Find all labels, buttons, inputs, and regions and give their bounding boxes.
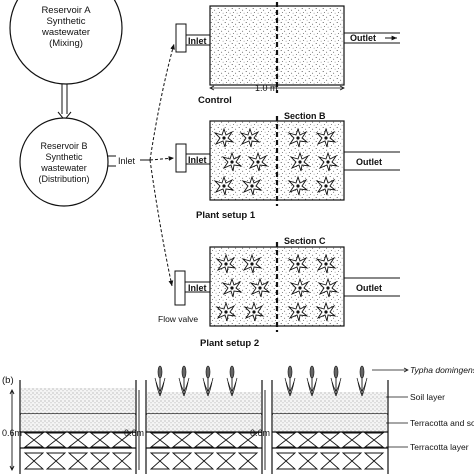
control-inlet-label: Inlet xyxy=(188,36,207,46)
line-to-setup2 xyxy=(149,159,174,287)
reservoir-b-label-3: wastewater xyxy=(40,163,87,173)
typha-plant xyxy=(226,365,238,397)
typha-plant xyxy=(202,365,214,397)
reservoir-a: Reservoir A Synthetic wastewater (Mixing… xyxy=(9,0,123,85)
flow-valve-label: Flow valve xyxy=(158,314,198,324)
terracotta-block xyxy=(89,452,111,470)
depth-label-2: 0.6m xyxy=(124,428,144,438)
terracotta-block xyxy=(45,452,67,470)
reservoir-b-label-1: Reservoir B xyxy=(40,141,87,151)
bed-section-3: 0.6m xyxy=(250,380,389,474)
setup2-valve xyxy=(174,270,186,306)
setup1-outlet-label: Outlet xyxy=(356,157,382,167)
terracotta-block xyxy=(275,452,297,470)
typha-plant xyxy=(306,365,318,397)
terracotta-block xyxy=(89,432,111,448)
reservoir-a-label-4: (Mixing) xyxy=(49,38,83,49)
reservoir-a-label-3: wastewater xyxy=(41,27,90,38)
line-to-setup1 xyxy=(149,156,175,161)
depth-label-3: 0.6m xyxy=(250,428,270,438)
legend-typha: Typha domingensis xyxy=(410,365,474,375)
setup2-section-label: Section C xyxy=(284,236,326,246)
legend-terracotta: Terracotta layer xyxy=(410,442,469,452)
depth-label-1: 0.6m xyxy=(2,428,22,438)
plant-setup-1: Section B Inlet Outlet Plant setup 1 xyxy=(175,111,400,221)
distribution-lines xyxy=(149,43,175,287)
terracotta-block xyxy=(193,452,215,470)
control-outlet-label: Outlet xyxy=(350,33,376,43)
typha-plant xyxy=(284,365,296,397)
terracotta-soil-2 xyxy=(147,414,261,432)
bed-section-2: 0.6m xyxy=(124,380,263,474)
terracotta-block xyxy=(215,432,237,448)
setup1-valve xyxy=(175,143,187,173)
line-to-control xyxy=(149,43,175,161)
terracotta-block xyxy=(341,452,363,470)
terracotta-block xyxy=(45,432,67,448)
typha-plant xyxy=(154,365,166,397)
control-dimension: 1.0 m xyxy=(255,83,278,93)
reservoir-b-label-2: Synthetic xyxy=(45,152,83,162)
setup1-title: Plant setup 1 xyxy=(196,210,256,221)
terracotta-block xyxy=(23,452,45,470)
reservoir-a-circle xyxy=(9,0,123,85)
terracotta-block xyxy=(171,452,193,470)
control-valve xyxy=(175,23,187,53)
setup2-outlet-label: Outlet xyxy=(356,283,382,293)
typha-plant xyxy=(178,365,190,397)
soil-layer-3 xyxy=(273,392,387,414)
reservoir-b: Reservoir B Synthetic wastewater (Distri… xyxy=(19,117,109,207)
soil-layer-2 xyxy=(147,392,261,414)
terracotta-block xyxy=(275,432,297,448)
reservoir-a-label-1: Reservoir A xyxy=(41,5,91,16)
terracotta-block xyxy=(297,452,319,470)
terracotta-block xyxy=(341,432,363,448)
terracotta-block xyxy=(237,452,259,470)
terracotta-block xyxy=(363,432,385,448)
setup2-inlet-label: Inlet xyxy=(188,283,207,293)
terracotta-block xyxy=(193,432,215,448)
control-setup: Inlet Outlet 1.0 m Control xyxy=(175,2,400,106)
terracotta-block xyxy=(363,452,385,470)
legend-soil: Soil layer xyxy=(410,392,445,402)
terracotta-block xyxy=(67,452,89,470)
reservoir-a-label-2: Synthetic xyxy=(46,16,85,27)
terracotta-block xyxy=(215,452,237,470)
terracotta-block xyxy=(149,432,171,448)
plant-setup-2: Flow valve Section C Inlet Outlet Plant … xyxy=(158,236,400,349)
control-title: Control xyxy=(198,95,232,106)
terracotta-block xyxy=(319,432,341,448)
reservoir-b-circle xyxy=(19,117,109,207)
typha-plant xyxy=(330,365,342,397)
junction-inlet-label: Inlet xyxy=(118,156,136,166)
soil-layer-1 xyxy=(21,388,135,414)
terracotta-block xyxy=(237,432,259,448)
typha-plant xyxy=(356,365,368,397)
terracotta-block xyxy=(319,452,341,470)
typha-plants xyxy=(154,365,368,397)
terracotta-block xyxy=(297,432,319,448)
junction-inlet: Inlet xyxy=(108,155,150,167)
terracotta-soil-3 xyxy=(273,414,387,432)
terracotta-block xyxy=(111,452,133,470)
terracotta-soil-1 xyxy=(21,414,135,432)
terracotta-block xyxy=(23,432,45,448)
reservoir-b-label-4: (Distribution) xyxy=(38,174,89,184)
bed-section-1: 0.6m xyxy=(2,380,137,474)
terracotta-block xyxy=(67,432,89,448)
panel-b-label: (b) xyxy=(2,375,14,386)
legend-terracotta-soil: Terracotta and soil layer xyxy=(410,418,474,428)
setup1-inlet-label: Inlet xyxy=(188,155,207,165)
terracotta-block xyxy=(111,432,133,448)
terracotta-blocks xyxy=(23,432,385,470)
setup2-title: Plant setup 2 xyxy=(200,338,259,349)
transfer-arrow xyxy=(57,84,72,121)
panel-b-legend: Typha domingensis Soil layer Terracotta … xyxy=(372,365,474,452)
terracotta-block xyxy=(149,452,171,470)
terracotta-block xyxy=(171,432,193,448)
setup1-section-label: Section B xyxy=(284,111,326,121)
